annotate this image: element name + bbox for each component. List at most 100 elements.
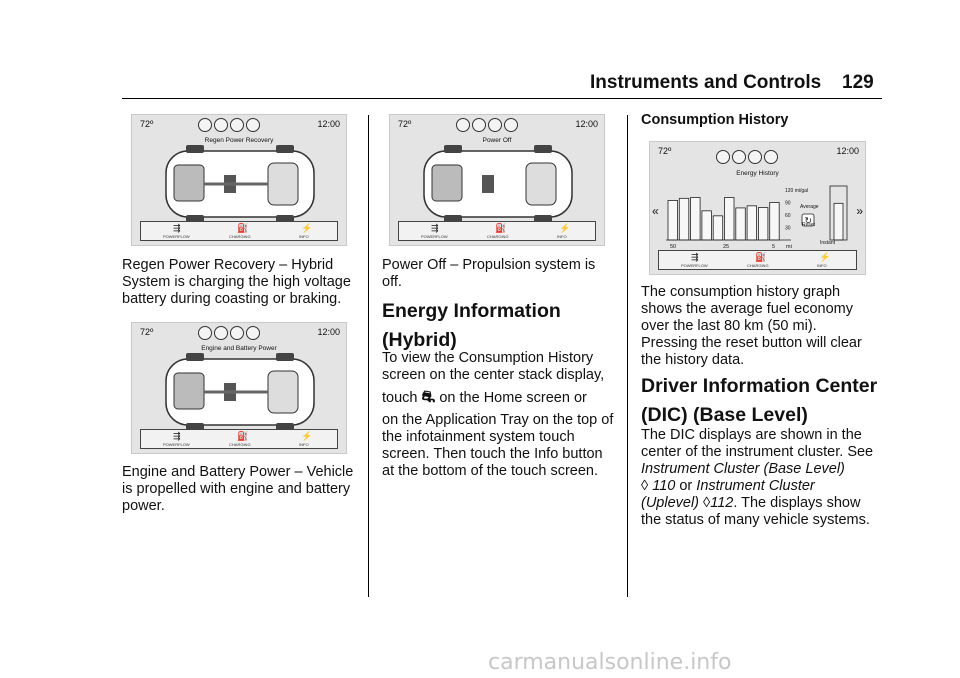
instrument-cluster-uplevel-link-a[interactable]: Instrument Cluster (696, 478, 815, 494)
regen-caption: Regen Power Recovery – Hybrid System is … (122, 257, 351, 307)
bottom-tray: ⇶⛽⚡ POWERFLOW CHARGING INFO (140, 221, 338, 241)
tray-charging: CHARGING (229, 442, 251, 447)
tray-powerflow: POWERFLOW (421, 234, 448, 239)
column-divider-2 (627, 115, 628, 597)
energy-history-screen: 72º 12:00 Energy History « » 120 mi/gal 9… (649, 141, 866, 275)
para-part-b-pre: touch (382, 390, 418, 406)
x-tick-label: 25 (723, 244, 729, 250)
column-divider-1 (368, 115, 369, 597)
app-icons (456, 118, 518, 132)
heading-line-2: (Hybrid) (382, 329, 457, 351)
temperature: 72º (140, 327, 154, 337)
energy-app-icon: ⛐ (421, 389, 436, 406)
clock: 12:00 (317, 119, 340, 129)
or-text: or (679, 478, 693, 494)
engine-battery-screen: 72º 12:00 Engine and Battery Power ⇶⛽⚡ P… (131, 322, 347, 454)
tray-powerflow: POWERFLOW (163, 442, 190, 447)
instant-frame (829, 185, 848, 241)
history-bar (667, 200, 678, 241)
dic-text-a: The DIC displays are shown in the center… (641, 427, 874, 460)
heading-line-2: (DIC) (Base Level) (641, 404, 808, 426)
temperature: 72º (398, 119, 412, 129)
dic-text-end: . The displays show the status of many v… (641, 495, 870, 528)
instant-label: Instant (820, 240, 836, 246)
bottom-tray: ⇶⛽⚡ POWERFLOW CHARGING INFO (658, 250, 857, 270)
link2-page[interactable]: 112 (710, 495, 734, 511)
app-icons (198, 118, 260, 132)
energy-info-heading: Energy Information (Hybrid) (382, 297, 561, 355)
tray-powerflow: POWERFLOW (163, 234, 190, 239)
tray-powerflow: POWERFLOW (681, 263, 708, 268)
para-part-c: on the Application Tray on the top of th… (382, 412, 614, 479)
engine-battery-caption: Engine and Battery Power – Vehicle is pr… (122, 464, 354, 514)
y-tick-label: 90 (785, 201, 791, 207)
history-bar (758, 207, 769, 241)
tray-info: INFO (817, 263, 827, 268)
app-icons (198, 326, 260, 340)
history-bar (712, 215, 724, 241)
x-axis-label: mi (786, 244, 792, 250)
page-number: 129 (842, 72, 874, 93)
screen-title: Energy History (736, 170, 779, 177)
y-tick-label: 120 mi/gal (785, 188, 808, 194)
tray-charging: CHARGING (229, 234, 251, 239)
clock: 12:00 (836, 146, 859, 156)
instrument-cluster-uplevel-link-b[interactable]: (Uplevel) (641, 495, 700, 511)
instant-bar (833, 202, 844, 241)
clock: 12:00 (575, 119, 598, 129)
average-label: Average (800, 204, 819, 210)
tray-info: INFO (299, 442, 309, 447)
history-bar (724, 197, 735, 241)
para-part-a: To view the Consumption History screen o… (382, 350, 605, 383)
x-tick-label: 50 (670, 244, 676, 250)
temperature: 72º (140, 119, 154, 129)
tray-charging: CHARGING (747, 263, 769, 268)
heading-line-1: Driver Information Center (641, 375, 878, 397)
clock: 12:00 (317, 327, 340, 337)
power-off-screen: 72º 12:00 Power Off ⇶⛽⚡ POWERFLOW CHARGI… (389, 114, 605, 246)
watermark: carmanualsonline.info (488, 650, 732, 675)
consumption-history-paragraph: The consumption history graph shows the … (641, 284, 862, 368)
energy-info-paragraph: To view the Consumption History screen o… (382, 350, 618, 480)
car-diagram-icon (165, 145, 315, 223)
car-diagram-icon (423, 145, 573, 223)
app-icons (716, 150, 778, 164)
screen-title: Engine and Battery Power (201, 345, 277, 352)
refresh-icon: ↻ (805, 216, 813, 226)
page-ref-icon: ◊ (641, 478, 649, 494)
dic-heading: Driver Information Center (DIC) (Base Le… (641, 372, 877, 430)
screen-title: Power Off (482, 137, 512, 144)
bottom-tray: ⇶⛽⚡ POWERFLOW CHARGING INFO (398, 221, 596, 241)
power-off-caption: Power Off – Propulsion system is off. (382, 257, 596, 290)
dic-paragraph: The DIC displays are shown in the center… (641, 427, 877, 529)
prev-arrow-icon: « (652, 204, 659, 218)
history-bar (769, 202, 780, 241)
history-bar (678, 197, 690, 241)
heading-line-1: Energy Information (382, 300, 561, 322)
header-rule (122, 98, 882, 99)
next-arrow-icon: » (856, 204, 863, 218)
section-title: Instruments and Controls (590, 72, 822, 93)
history-bar (735, 207, 746, 241)
bottom-tray: ⇶⛽⚡ POWERFLOW CHARGING INFO (140, 429, 338, 449)
consumption-history-subheading: Consumption History (641, 112, 789, 128)
y-tick-label: 30 (785, 226, 791, 232)
reset-button[interactable] (801, 213, 815, 227)
page-ref-icon: ◊ (703, 495, 711, 511)
para-part-b-post: on the Home screen or (439, 390, 587, 406)
link1-page[interactable]: 110 (652, 478, 676, 494)
screen-title: Regen Power Recovery (204, 137, 274, 144)
y-tick-label: 60 (785, 213, 791, 219)
instrument-cluster-base-link[interactable]: Instrument Cluster (Base Level) (641, 461, 845, 477)
tray-info: INFO (557, 234, 567, 239)
tray-charging: CHARGING (487, 234, 509, 239)
temperature: 72º (658, 146, 672, 156)
history-bar (701, 210, 712, 241)
regen-power-screen: 72º 12:00 Regen Power Recovery ⇶⛽⚡ POWER… (131, 114, 347, 246)
history-bar (690, 197, 701, 241)
history-bar (746, 205, 757, 241)
tray-info: INFO (299, 234, 309, 239)
car-diagram-icon (165, 353, 315, 431)
reset-label: Reset (802, 222, 816, 228)
